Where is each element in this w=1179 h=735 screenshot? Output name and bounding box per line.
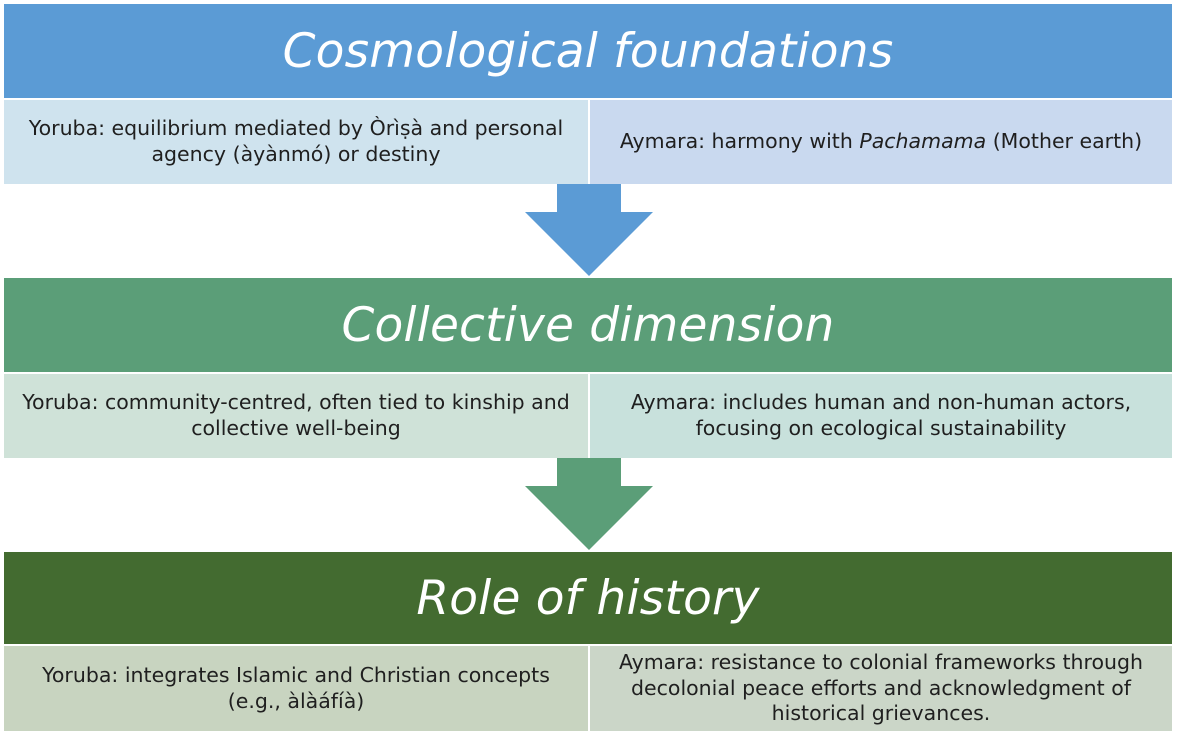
aymara-cell: Aymara: includes human and non-human act… <box>590 374 1172 458</box>
yoruba-cell: Yoruba: equilibrium mediated by Òrìṣà an… <box>4 100 588 184</box>
yoruba-cell: Yoruba: community-centred, often tied to… <box>4 374 588 458</box>
down-arrow-icon <box>525 184 653 276</box>
section-title: Cosmological foundations <box>4 4 1172 98</box>
section-role-of-history: Role of history Yoruba: integrates Islam… <box>4 552 1172 731</box>
section-title: Role of history <box>4 552 1172 644</box>
section-cosmological-foundations: Cosmological foundations Yoruba: equilib… <box>4 4 1172 184</box>
section-title: Collective dimension <box>4 278 1172 372</box>
yoruba-cell: Yoruba: integrates Islamic and Christian… <box>4 646 588 731</box>
aymara-cell-text: Aymara: harmony with Pachamama (Mother e… <box>619 129 1143 154</box>
aymara-cell: Aymara: resistance to colonial framework… <box>590 646 1172 731</box>
down-arrow-icon <box>525 458 653 550</box>
section-collective-dimension: Collective dimension Yoruba: community-c… <box>4 278 1172 458</box>
aymara-cell: Aymara: harmony with Pachamama (Mother e… <box>590 100 1172 184</box>
pachamama-term: Pachamama <box>859 129 987 154</box>
